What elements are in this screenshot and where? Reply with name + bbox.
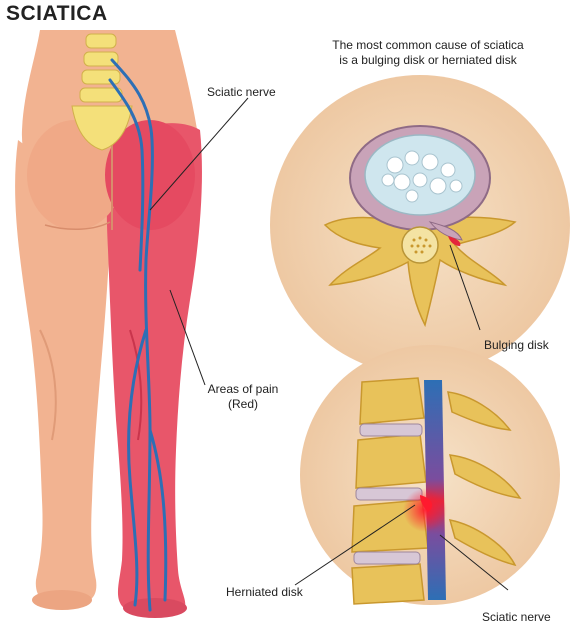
bulging-disk-illustration — [270, 75, 570, 375]
caption: The most common cause of sciatica is a b… — [298, 38, 558, 68]
sacrum — [71, 105, 133, 151]
label-areas-of-pain-line-2: (Red) — [227, 397, 258, 411]
spinal-nerve-column — [424, 380, 446, 600]
label-sciatic-nerve-bottom: Sciatic nerve — [482, 610, 551, 624]
label-bulging-disk: Bulging disk — [484, 338, 549, 352]
lumbar-spine — [71, 33, 133, 151]
label-areas-of-pain-line-1: Areas of pain — [207, 382, 279, 396]
spinal-cord — [401, 226, 439, 264]
page-title: SCIATICA — [6, 2, 108, 25]
label-areas-of-pain: Areas of pain (Red) — [203, 382, 283, 412]
leader-lines — [149, 97, 509, 591]
sciatic-nerve-path — [108, 58, 168, 612]
right-buttock-pain — [105, 120, 195, 230]
caption-line-2: is a bulging disk or herniated disk — [339, 53, 517, 67]
herniated-disk-illustration — [300, 345, 560, 605]
label-herniated-disk: Herniated disk — [226, 585, 303, 599]
caption-line-1: The most common cause of sciatica — [332, 38, 524, 52]
left-leg — [15, 140, 112, 607]
label-sciatic-nerve-top: Sciatic nerve — [207, 85, 276, 99]
